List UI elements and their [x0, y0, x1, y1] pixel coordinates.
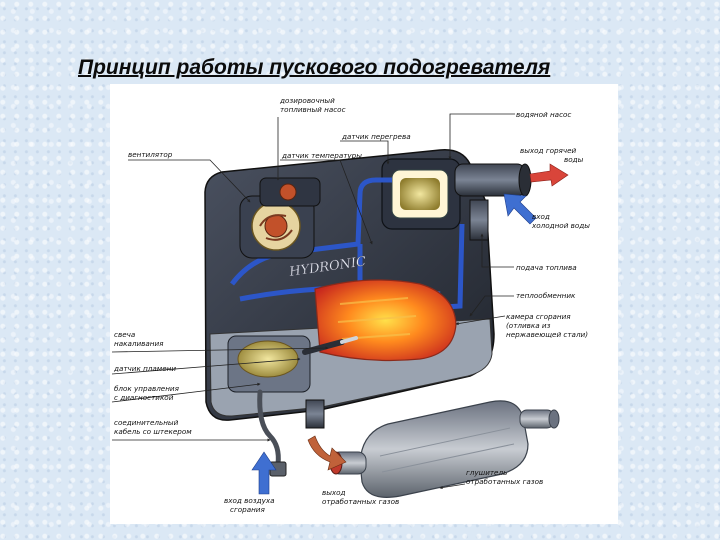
exhaust-outlet-stub	[305, 399, 325, 429]
heater-diagram: HYDRONIC	[111, 113, 569, 498]
label-fuel-supply: подача топлива	[516, 263, 577, 272]
control-unit	[227, 335, 311, 393]
label-fan: вентилятор	[128, 150, 173, 159]
label-overheat-sensor: датчик перегрева	[342, 132, 411, 141]
label-water-pump: водяной насос	[516, 110, 572, 119]
water-pump	[381, 158, 461, 230]
glow-plug	[302, 336, 358, 355]
combustion-chamber	[314, 279, 457, 362]
label-flame-sensor: датчик пламени	[114, 364, 177, 373]
cold-water-arrow	[503, 193, 537, 225]
fan	[239, 195, 315, 259]
fuel-dosing-pump	[259, 177, 321, 207]
cold-water-inlet-pipe	[469, 199, 489, 241]
label-heat-exchanger: теплообменник	[516, 291, 576, 300]
hot-water-arrow	[529, 163, 569, 187]
exhaust-gas-arrow	[307, 435, 347, 471]
slide-title: Принцип работы пускового подогревателя	[78, 56, 551, 79]
diagram-panel: HYDRONIC	[110, 84, 618, 524]
label-temperature-sensor: датчик температуры	[282, 151, 362, 160]
leader-lines	[111, 113, 515, 490]
hot-water-outlet-pipe	[454, 163, 532, 197]
combustion-air-arrow	[251, 451, 277, 495]
